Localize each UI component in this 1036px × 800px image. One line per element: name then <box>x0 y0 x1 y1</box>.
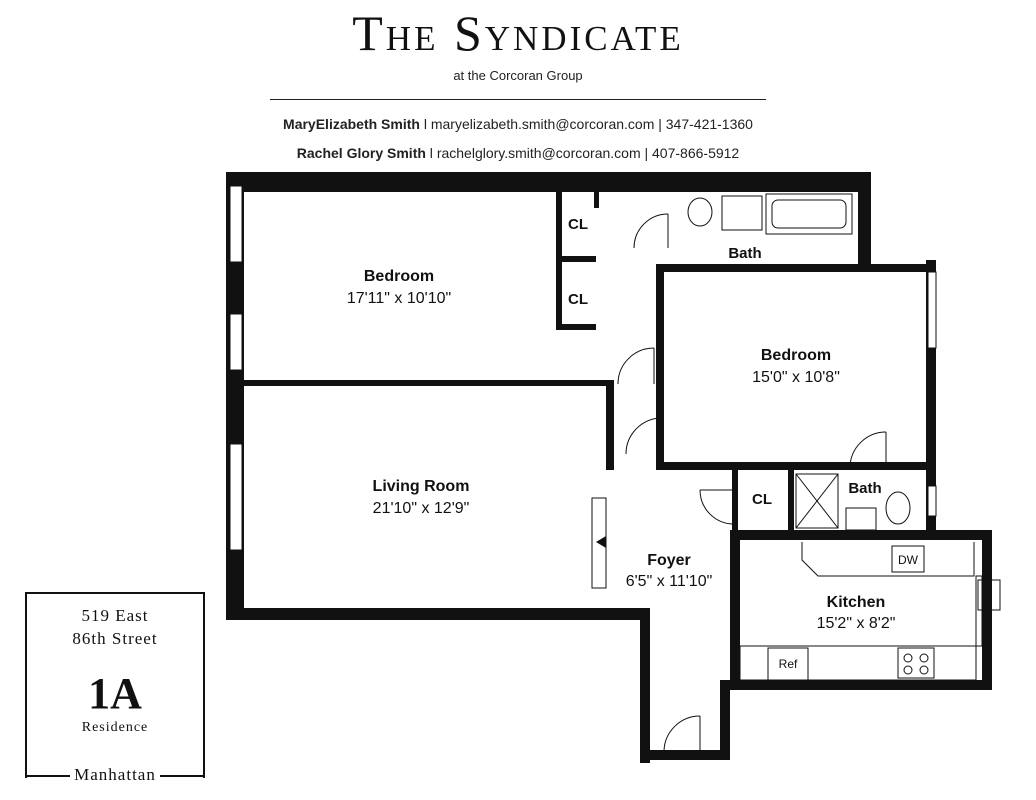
address-street-name: 86th Street <box>72 629 158 648</box>
doors <box>617 213 887 753</box>
bath-1-fixtures <box>687 193 853 235</box>
address-box: 519 East 86th Street 1A Residence <box>25 592 205 778</box>
address-street-number: 519 East <box>81 606 149 625</box>
header-divider <box>270 99 766 100</box>
agent-contact-2: Rachel Glory Smith l rachelglory.smith@c… <box>296 145 740 161</box>
living-room-name: Living Room <box>373 478 470 495</box>
bedroom-1-name: Bedroom <box>364 268 434 285</box>
brand-title: The Syndicate <box>352 5 684 61</box>
residence-label: Residence <box>81 720 149 735</box>
dishwasher-label: DW <box>898 553 919 567</box>
agent-details: maryelizabeth.smith@corcoran.com | 347-4… <box>430 116 753 132</box>
kitchen-fixtures <box>739 542 1001 681</box>
closet-3-label: CL <box>752 491 772 508</box>
living-room-dims: 21'10" x 12'9" <box>373 500 470 517</box>
kitchen-dims: 15'2" x 8'2" <box>817 615 896 632</box>
agent-contact-1: MaryElizabeth Smith l maryelizabeth.smit… <box>283 116 753 132</box>
bath-1-name: Bath <box>728 245 761 262</box>
bedroom-2-dims: 15'0" x 10'8" <box>752 369 840 386</box>
windows <box>229 185 937 551</box>
agent-details: rachelglory.smith@corcoran.com | 407-866… <box>436 145 740 161</box>
unit-number: 1A <box>88 669 142 718</box>
closet-1-label: CL <box>568 216 588 233</box>
closet-2-label: CL <box>568 291 588 308</box>
city-label-wrap: Manhattan <box>25 765 205 785</box>
entry-marker <box>591 497 607 589</box>
brand-subtitle: at the Corcoran Group <box>453 68 583 83</box>
kitchen-name: Kitchen <box>827 594 886 611</box>
city-label: Manhattan <box>70 765 160 784</box>
agent-name: Rachel Glory Smith <box>296 145 426 161</box>
bedroom-2-name: Bedroom <box>761 347 831 364</box>
foyer-dims: 6'5" x 11'10" <box>626 573 713 590</box>
bath-2-name: Bath <box>848 480 881 497</box>
agent-name: MaryElizabeth Smith <box>283 116 420 132</box>
refrigerator-label: Ref <box>779 657 798 671</box>
bath-2-fixtures <box>795 473 911 531</box>
walls <box>226 172 992 763</box>
bedroom-1-dims: 17'11" x 10'10" <box>347 290 451 307</box>
foyer-name: Foyer <box>647 552 691 569</box>
